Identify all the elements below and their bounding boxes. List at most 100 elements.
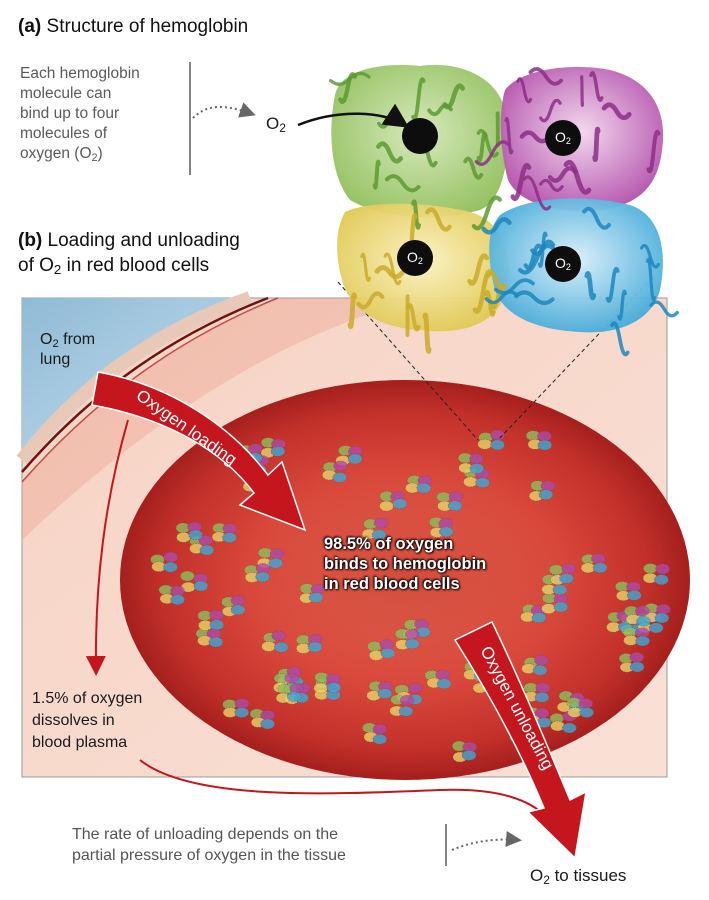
cluster-subunit	[373, 517, 389, 529]
helix-ribbon	[490, 282, 506, 310]
hemoglobin-cluster	[222, 698, 250, 718]
cluster-subunit	[230, 604, 246, 616]
helix-ribbon	[356, 291, 385, 310]
o2-from-lung-label: O2 from lung	[40, 331, 96, 368]
hemoglobin-cluster	[362, 722, 388, 745]
cluster-subunit	[307, 641, 323, 653]
helix-ribbon	[406, 303, 421, 332]
hemoglobin-cluster	[313, 672, 342, 694]
cluster-subunit	[447, 500, 463, 512]
hemoglobin-cluster	[424, 669, 452, 690]
cluster-subunit	[553, 601, 569, 613]
cluster-subunit	[180, 570, 195, 582]
hemoglobin-cluster	[566, 697, 594, 718]
hemoglobin-cluster	[549, 563, 577, 585]
cluster-subunit	[260, 718, 275, 730]
cluster-subunit	[416, 482, 432, 494]
helix-ribbon	[522, 175, 552, 211]
cluster-subunit	[490, 429, 505, 441]
hemoglobin-cluster	[436, 491, 464, 512]
cluster-subunit	[656, 604, 671, 615]
cluster-subunit	[222, 523, 238, 534]
cluster-subunit	[347, 453, 363, 465]
cluster-subunit	[535, 682, 551, 694]
description-line: oxygen (O2)	[20, 145, 103, 164]
cluster-subunit	[209, 610, 224, 621]
hemoglobin-cluster	[296, 634, 323, 654]
hemoglobin-cluster	[244, 563, 271, 583]
cluster-subunit	[269, 548, 285, 559]
hemoglobin-cluster	[541, 593, 569, 614]
helix-ribbon	[610, 321, 630, 357]
cluster-subunit	[170, 594, 185, 606]
cluster-subunit	[222, 532, 237, 543]
helix-ribbon	[376, 141, 404, 164]
cluster-subunit	[371, 529, 387, 540]
cluster-subunit	[372, 733, 388, 745]
part-b-heading: (b) Loading and unloading of O2 in red b…	[18, 230, 240, 277]
cluster-subunit	[407, 682, 423, 694]
cluster-subunit	[208, 636, 224, 648]
helix-ribbon	[547, 166, 578, 183]
plasma-label: 1.5% of oxygen dissolves in blood plasma	[32, 690, 143, 751]
cluster-subunit	[635, 635, 650, 647]
cluster-subunit	[326, 682, 342, 693]
cluster-subunit	[274, 641, 289, 653]
cluster-subunit	[523, 682, 538, 694]
hemoglobin-cluster	[428, 517, 454, 538]
hemoglobin-cluster	[260, 437, 286, 459]
cluster-subunit	[379, 500, 394, 512]
dotted-arrow-bottom	[451, 830, 522, 851]
helix-ribbon	[486, 271, 508, 291]
cluster-subunit	[197, 610, 212, 621]
cluster-subunit	[532, 664, 548, 676]
cluster-subunit	[416, 626, 431, 638]
description-line: molecule can	[20, 85, 112, 102]
helix-ribbon	[513, 290, 555, 306]
cluster-subunit	[270, 446, 286, 457]
o2-bound-yellow: O2	[397, 240, 433, 276]
cluster-subunit	[332, 472, 347, 483]
hemoglobin-cluster	[389, 694, 415, 717]
cluster-subunit	[536, 717, 552, 728]
cluster-subunit	[308, 592, 324, 603]
cluster-subunit	[541, 603, 556, 614]
hemoglobin-cluster	[197, 610, 225, 631]
hemoglobin-cluster	[457, 452, 485, 474]
cluster-subunit	[629, 652, 644, 663]
hemoglobin-cluster	[525, 430, 553, 451]
hemoglobin-cluster	[180, 570, 209, 593]
helix-ribbon	[422, 312, 432, 354]
cluster-subunit	[552, 584, 568, 595]
hemoglobin-cluster	[249, 708, 275, 730]
description-line: molecules of	[20, 125, 108, 142]
hemoglobin-cluster	[322, 460, 348, 483]
helix-ribbon	[589, 71, 604, 102]
cluster-subunit	[435, 669, 450, 681]
helix-ribbon	[510, 162, 532, 202]
hemoglobin-cluster	[520, 604, 547, 623]
cluster-subunit	[176, 532, 191, 543]
hemoglobin-cluster	[335, 445, 363, 466]
cluster-subunit	[268, 557, 283, 569]
cluster-subunit	[398, 705, 414, 717]
cluster-subunit	[463, 476, 478, 488]
cluster-subunit	[199, 544, 215, 556]
purple-subunit	[500, 66, 664, 211]
cluster-subunit	[549, 564, 564, 576]
helix-ribbon	[523, 243, 544, 270]
cluster-subunit	[436, 678, 452, 690]
helix-ribbon	[360, 252, 372, 283]
helix-ribbon	[646, 129, 661, 174]
cluster-subunit	[404, 629, 420, 640]
hemoglobin-cluster	[195, 628, 224, 648]
cluster-subunit	[490, 439, 505, 451]
hemoglobin-cluster	[521, 654, 549, 676]
o2-free-label: O2	[266, 114, 286, 135]
hemoglobin-cluster	[299, 583, 326, 604]
cluster-subunit	[538, 489, 554, 500]
cluster-subunit	[469, 453, 484, 465]
cluster-subunit	[170, 585, 185, 597]
description-line: bind up to four	[20, 105, 120, 122]
helix-ribbon	[649, 300, 679, 318]
